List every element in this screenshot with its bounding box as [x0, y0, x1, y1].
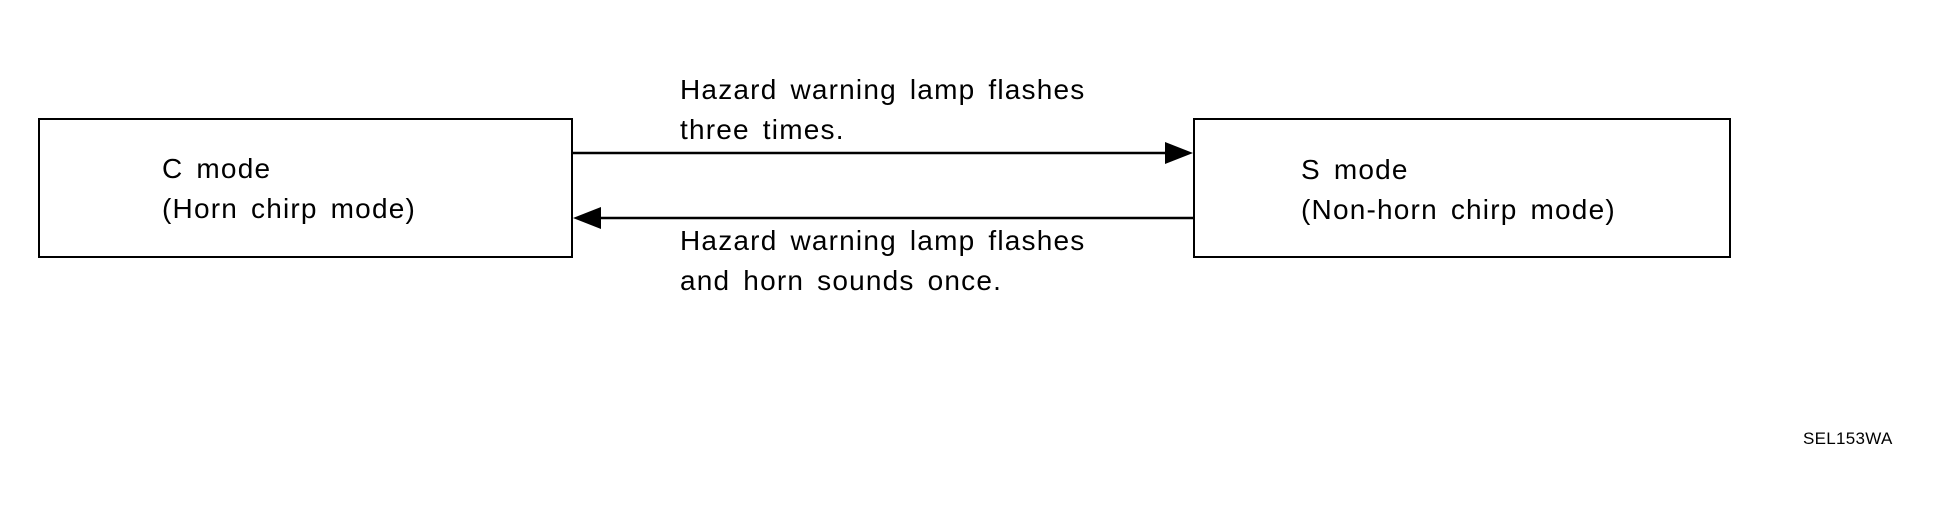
c-to-s-label: Hazard warning lamp flashes three times.	[680, 70, 1085, 150]
c-mode-description: (Horn chirp mode)	[162, 193, 417, 224]
s-mode-text: S mode (Non-horn chirp mode)	[1301, 150, 1616, 230]
s-mode-box: S mode (Non-horn chirp mode)	[1193, 118, 1731, 258]
arrow-c-to-s-head	[1165, 142, 1193, 164]
c-mode-box: C mode (Horn chirp mode)	[38, 118, 573, 258]
arrow-s-to-c	[573, 207, 1193, 229]
s-to-c-label-line1: Hazard warning lamp flashes	[680, 225, 1086, 256]
figure-code: SEL153WA	[1803, 429, 1893, 448]
c-mode-name: C mode	[162, 153, 272, 184]
s-mode-description: (Non-horn chirp mode)	[1301, 194, 1616, 225]
arrow-s-to-c-head	[573, 207, 601, 229]
arrow-c-to-s	[573, 142, 1193, 164]
s-mode-name: S mode	[1301, 154, 1409, 185]
s-to-c-label: Hazard warning lamp flashes and horn sou…	[680, 221, 1085, 301]
c-to-s-label-line1: Hazard warning lamp flashes	[680, 74, 1086, 105]
c-mode-text: C mode (Horn chirp mode)	[162, 149, 416, 229]
s-to-c-label-line2: and horn sounds once.	[680, 265, 1003, 296]
c-to-s-label-line2: three times.	[680, 114, 845, 145]
